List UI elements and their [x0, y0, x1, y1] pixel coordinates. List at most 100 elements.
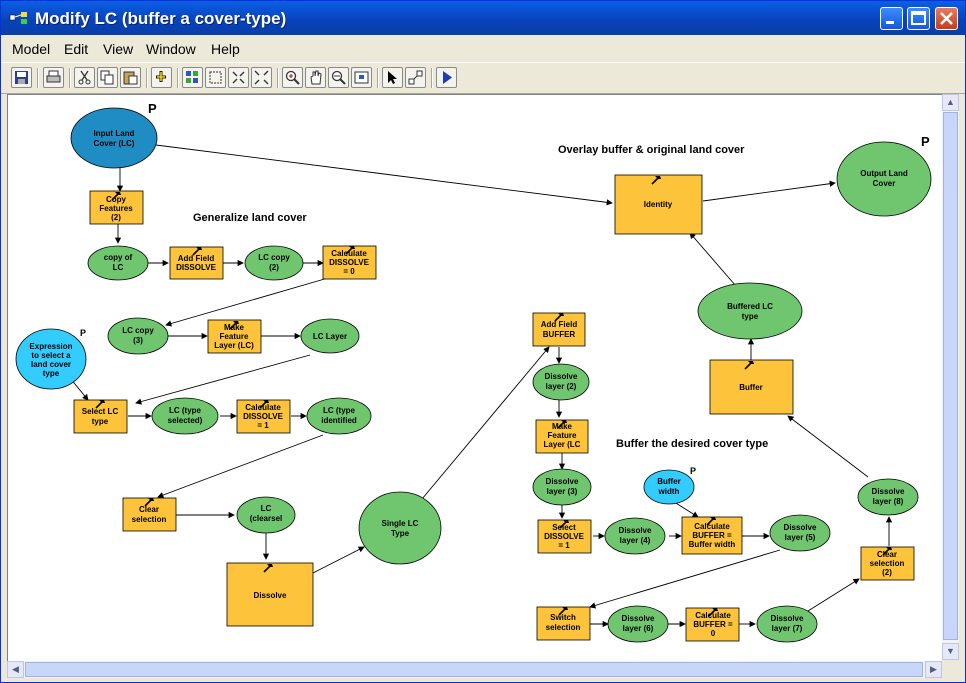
buffer-tool[interactable]: Buffer: [709, 359, 794, 415]
modelbuilder-app-icon: [9, 12, 27, 24]
window-title: Modify LC (buffer a cover-type): [35, 9, 287, 28]
connect-button[interactable]: [405, 67, 426, 88]
full-extent-button[interactable]: [182, 67, 203, 88]
lc-clearsel-node[interactable]: LC(clearsel: [236, 496, 296, 534]
scroll-left-button[interactable]: ◀: [7, 661, 24, 678]
zoom-in-button[interactable]: [282, 67, 303, 88]
param-marker-input: P: [148, 101, 157, 116]
paste-button[interactable]: [120, 67, 141, 88]
lc-copy-3-node[interactable]: LC copy(3): [107, 317, 169, 355]
copy-button[interactable]: [97, 67, 118, 88]
select-icon: [388, 71, 397, 84]
zoom-in-fixed-button[interactable]: [228, 67, 249, 88]
maximize-button[interactable]: [907, 7, 930, 30]
overview-icon: [354, 71, 369, 84]
menu-help[interactable]: Help: [211, 41, 240, 57]
minimize-icon: [886, 21, 894, 24]
title-bar[interactable]: Modify LC (buffer a cover-type): [1, 1, 965, 35]
select-button[interactable]: [382, 67, 403, 88]
add-data-icon: [156, 71, 166, 82]
param-marker-output: P: [921, 134, 930, 149]
menu-model[interactable]: Model: [12, 41, 51, 57]
print-button[interactable]: [43, 67, 64, 88]
zoom-out-fixed-button[interactable]: [251, 67, 272, 88]
horizontal-scrollbar[interactable]: ◀ ▶: [7, 661, 942, 678]
scroll-up-button[interactable]: ▲: [942, 94, 959, 111]
scroll-right-button[interactable]: ▶: [925, 661, 942, 678]
menu-edit[interactable]: Edit: [64, 41, 89, 57]
lc-layer-node[interactable]: LC Layer: [300, 318, 360, 354]
full-extent-icon: [186, 71, 198, 83]
minimize-button[interactable]: [880, 7, 903, 30]
save-icon: [15, 71, 28, 84]
heading-buffer: Buffer the desired cover type: [616, 438, 768, 450]
svg-text:Dissolve: Dissolve: [254, 591, 287, 600]
cut-button[interactable]: [74, 67, 95, 88]
menu-view[interactable]: View: [103, 41, 134, 57]
model-diagram: Generalize land cover Overlay buffer & o…: [15, 101, 932, 643]
vertical-scrollbar[interactable]: ▲ ▼: [942, 94, 959, 660]
dissolve-tool[interactable]: Dissolve: [226, 562, 314, 627]
select-all-button[interactable]: [205, 67, 226, 88]
heading-generalize: Generalize land cover: [193, 212, 307, 224]
svg-text:LC Layer: LC Layer: [313, 332, 347, 341]
pan-button[interactable]: [305, 67, 326, 88]
lc-copy-2-node[interactable]: LC copy(2): [244, 245, 304, 281]
add-data-button[interactable]: [151, 67, 172, 88]
save-button[interactable]: [11, 67, 32, 88]
overview-button[interactable]: [351, 67, 372, 88]
toolbar: [1, 62, 965, 94]
vertical-scroll-thumb[interactable]: [943, 112, 958, 640]
run-button[interactable]: [436, 67, 457, 88]
close-button[interactable]: [935, 7, 958, 30]
continuous-zoom-button[interactable]: [328, 67, 349, 88]
scroll-down-button[interactable]: ▼: [942, 643, 959, 660]
model-canvas[interactable]: Generalize land cover Overlay buffer & o…: [7, 94, 942, 661]
identity-tool[interactable]: Identity: [614, 174, 703, 235]
menu-window[interactable]: Window: [146, 41, 196, 57]
horizontal-scroll-thumb[interactable]: [25, 662, 923, 677]
